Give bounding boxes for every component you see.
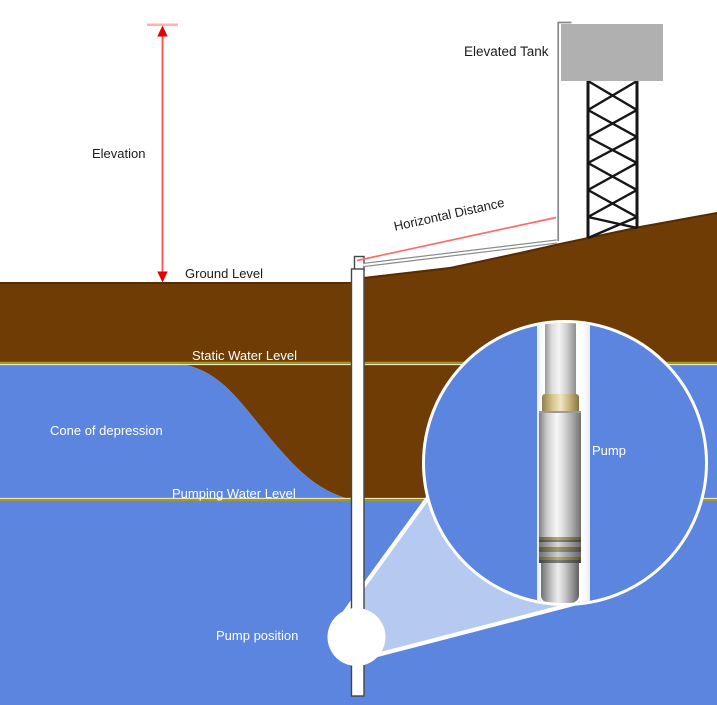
elevation-arrow — [147, 23, 178, 283]
pump-riser-pipe — [545, 323, 576, 395]
tank-riser-pipe — [557, 21, 572, 241]
tower-bracing — [587, 79, 638, 240]
pump-motor — [541, 563, 579, 603]
static-water-level-label: Static Water Level — [192, 348, 298, 363]
elevation-label: Elevation — [92, 146, 146, 161]
pump-position-marker — [327, 608, 386, 666]
magnifier-circle — [422, 320, 708, 606]
elevated-tank-label: Elevated Tank — [464, 44, 549, 59]
pump-label: Pump — [592, 443, 626, 458]
ground-level-label: Ground Level — [185, 266, 264, 281]
pumping-water-level-label: Pumping Water Level — [172, 486, 296, 501]
elevated-tank — [561, 24, 663, 81]
pump-intake-bands — [539, 537, 581, 563]
pump-body — [539, 411, 581, 541]
well-casing — [350, 268, 365, 697]
cone-of-depression-label: Cone of depression — [50, 423, 163, 438]
surface-pipe — [363, 240, 558, 266]
pump-position-label: Pump position — [216, 628, 299, 643]
pump-check-valve — [542, 394, 579, 412]
horizontal-distance-line — [356, 216, 557, 262]
lattice-tower — [586, 79, 639, 240]
